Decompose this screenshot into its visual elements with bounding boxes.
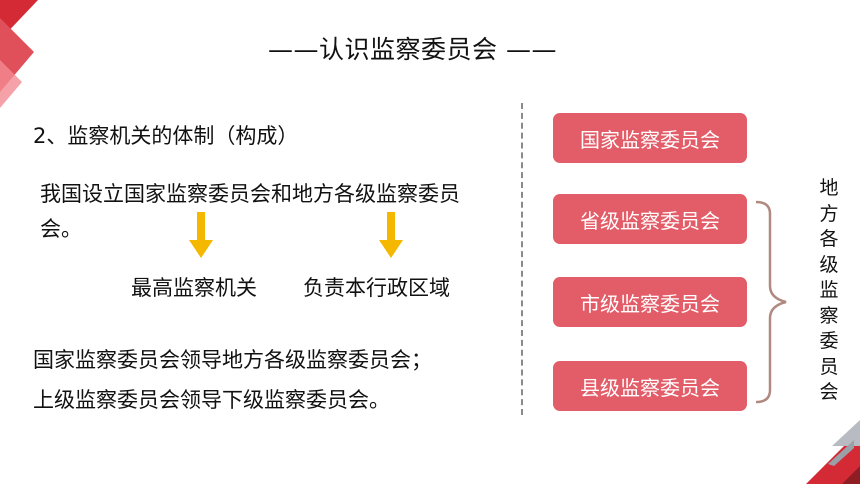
box-county-commission: 县级监察委员会 xyxy=(553,361,747,411)
box-municipal-commission: 市级监察委员会 xyxy=(553,277,747,327)
curly-brace-icon xyxy=(755,200,787,404)
label-char: 方 xyxy=(819,202,839,225)
box-provincial-commission: 省级监察委员会 xyxy=(553,194,747,244)
corner-decoration-bottom-right xyxy=(806,420,860,484)
down-arrow-icon xyxy=(379,212,403,258)
vertical-divider xyxy=(521,103,523,415)
conclusion-line: 国家监察委员会领导地方各级监察委员会； xyxy=(33,348,432,372)
local-commissions-label: 地 方 各 级 监 察 委 员 会 xyxy=(816,176,842,406)
section-heading: 2、监察机关的体制（构成） xyxy=(33,124,299,148)
label-char: 各 xyxy=(819,228,839,250)
label-char: 会 xyxy=(819,381,839,403)
corner-decoration-top-left xyxy=(0,0,38,108)
box-national-commission: 国家监察委员会 xyxy=(553,113,747,163)
label-char: 察 xyxy=(819,304,839,327)
label-char: 员 xyxy=(819,355,839,378)
conclusion-line: 上级监察委员会领导下级监察委员会。 xyxy=(33,388,390,412)
label-supreme-organ: 最高监察机关 xyxy=(131,276,257,300)
label-char: 监 xyxy=(819,279,839,301)
down-arrow-icon xyxy=(189,212,213,258)
label-char: 地 xyxy=(819,177,839,199)
label-local-responsibility: 负责本行政区域 xyxy=(303,276,450,300)
label-char: 委 xyxy=(819,330,839,352)
intro-paragraph: 我国设立国家监察委员会和地方各级监察委员会。 xyxy=(40,182,460,241)
page-title: ——认识监察委员会 —— xyxy=(268,35,557,64)
conclusion-paragraph: 国家监察委员会领导地方各级监察委员会； 上级监察委员会领导下级监察委员会。 xyxy=(33,340,513,420)
label-char: 级 xyxy=(819,253,839,276)
